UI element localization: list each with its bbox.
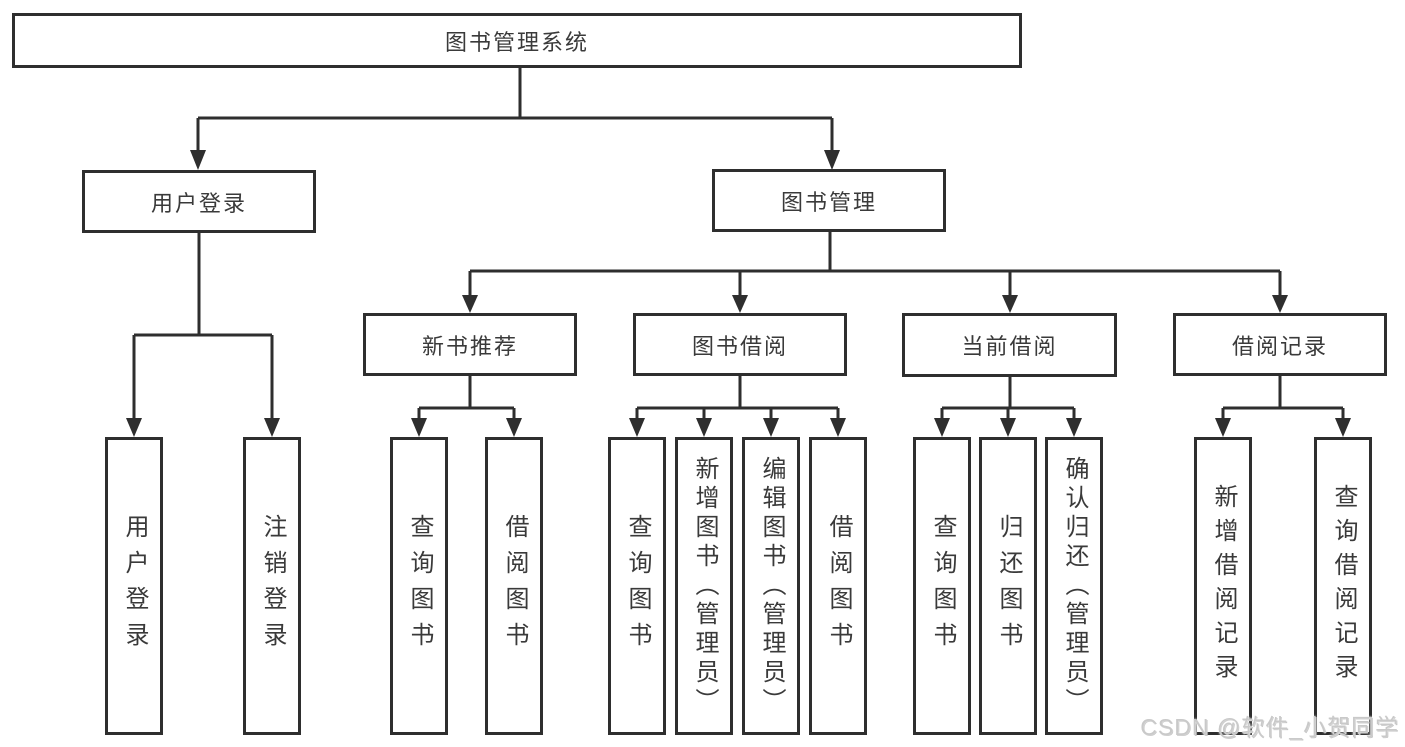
- node-book-borrow: 图书借阅: [633, 313, 847, 376]
- leaf-user-login: 用户登录: [105, 437, 163, 735]
- leaf-borrow-books-recommend: 借阅图书: [485, 437, 543, 735]
- leaf-query-borrow-record: 查询借阅记录: [1314, 437, 1372, 735]
- node-new-book-recommend: 新书推荐: [363, 313, 577, 376]
- leaf-borrow-books: 借阅图书: [809, 437, 867, 735]
- leaf-query-books-borrow: 查询图书: [608, 437, 666, 735]
- leaf-query-books-recommend: 查询图书: [390, 437, 448, 735]
- csdn-watermark: CSDN @软件_小贺同学: [1140, 714, 1399, 740]
- leaf-add-books-admin: 新增图书（管理员）: [675, 437, 733, 735]
- leaf-logout: 注销登录: [243, 437, 301, 735]
- node-current-borrow: 当前借阅: [902, 313, 1117, 377]
- leaf-confirm-return-admin: 确认归还（管理员）: [1045, 437, 1103, 735]
- node-book-management: 图书管理: [712, 169, 946, 232]
- leaf-edit-books-admin: 编辑图书（管理员）: [742, 437, 800, 735]
- leaf-add-borrow-record: 新增借阅记录: [1194, 437, 1252, 735]
- node-borrow-records: 借阅记录: [1173, 313, 1387, 376]
- node-library-management-system: 图书管理系统: [12, 13, 1022, 68]
- leaf-return-books: 归还图书: [979, 437, 1037, 735]
- node-user-login: 用户登录: [82, 170, 316, 233]
- leaf-query-books-current: 查询图书: [913, 437, 971, 735]
